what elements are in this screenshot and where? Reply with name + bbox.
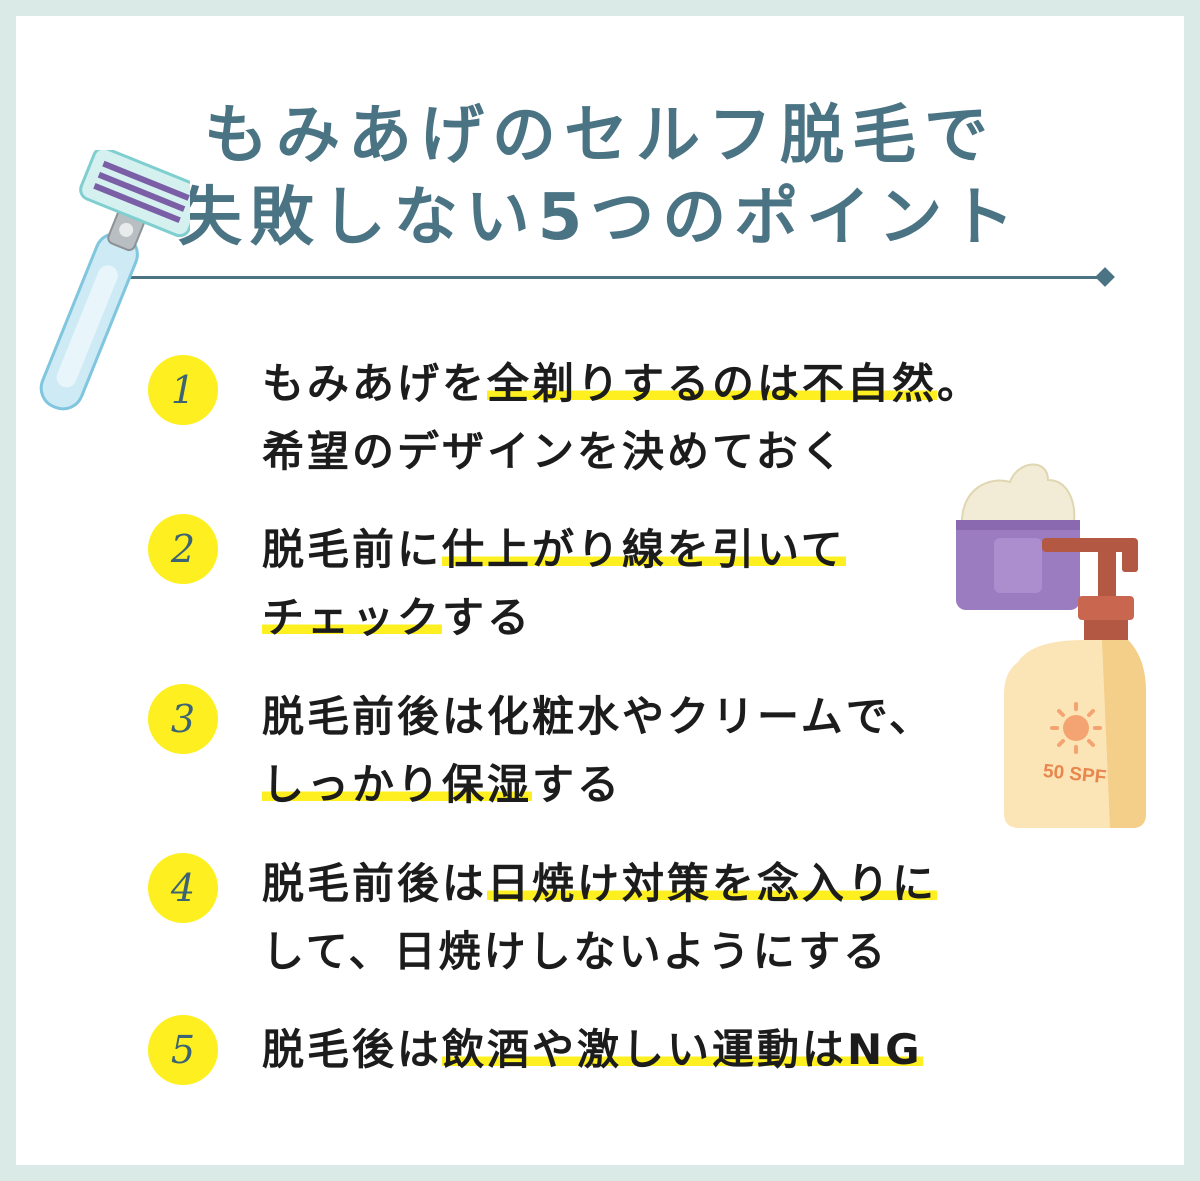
- point-4-number: 4: [148, 853, 218, 923]
- point-4-line-1-pre: 脱毛前後は: [262, 859, 488, 908]
- point-1-text: もみあげを全剃りするのは不自然。 希望のデザインを決めておく: [262, 350, 982, 486]
- point-1-line-1-pre: もみあげを: [262, 359, 488, 408]
- point-5-text: 脱毛後は飲酒や激しい運動はNG: [262, 1016, 923, 1084]
- point-4-line-1: 脱毛前後は日焼け対策を念入りに: [262, 850, 938, 918]
- point-1-number: 1: [148, 355, 218, 425]
- point-5-line-1-pre: 脱毛後は: [262, 1025, 443, 1074]
- point-3-number: 3: [148, 684, 218, 754]
- point-1-line-1-highlight: 全剃りするのは不自然: [487, 359, 938, 408]
- point-4-line-2: して、日焼けしないようにする: [262, 918, 937, 986]
- point-5-line-1: 脱毛後は飲酒や激しい運動はNG: [262, 1016, 923, 1084]
- point-3-line-1: 脱毛前後は化粧水やクリームで、: [262, 683, 934, 751]
- point-2-line-1: 脱毛前に仕上がり線を引いて: [262, 516, 846, 584]
- razor-icon: [39, 150, 190, 411]
- point-3-line-2: しっかり保湿する: [262, 751, 934, 819]
- point-3-text: 脱毛前後は化粧水やクリームで、 しっかり保湿する: [262, 683, 934, 819]
- title-line-2: 失敗しない5つのポイント: [177, 181, 1023, 255]
- point-3-line-2-post: する: [532, 760, 623, 809]
- point-2-text: 脱毛前に仕上がり線を引いて チェックする: [262, 516, 846, 652]
- point-2-number: 2: [148, 514, 218, 584]
- point-2-line-2-post: する: [442, 593, 533, 642]
- point-1-line-2: 希望のデザインを決めておく: [262, 418, 982, 486]
- point-2-line-1-highlight: 仕上がり線を引いて: [442, 525, 846, 574]
- point-4-line-1-highlight: 日焼け対策を念入りに: [487, 859, 938, 908]
- point-1-line-2-pre: 希望のデザインを決めておく: [262, 427, 846, 476]
- point-4-line-2-pre: して、日焼けしないようにする: [262, 927, 889, 976]
- point-2-line-2-highlight: チェック: [262, 593, 443, 642]
- title-line-1: もみあげのセルフ脱毛で: [204, 99, 996, 173]
- sunscreen-bottle-icon: 50 SPF: [1004, 538, 1146, 828]
- point-5-number: 5: [148, 1015, 218, 1085]
- divider: [104, 276, 1107, 279]
- point-2-line-2: チェックする: [262, 584, 846, 652]
- point-1-line-1: もみあげを全剃りするのは不自然。: [262, 350, 982, 418]
- point-4-text: 脱毛前後は日焼け対策を念入りに して、日焼けしないようにする: [262, 850, 938, 986]
- point-2-line-1-pre: 脱毛前に: [262, 525, 443, 574]
- point-1-line-1-post: 。: [937, 359, 983, 408]
- point-5-line-1-highlight: 飲酒や激しい運動はNG: [442, 1025, 923, 1074]
- point-3-line-2-highlight: しっかり保湿: [262, 760, 533, 809]
- point-3-line-1-pre: 脱毛前後は化粧水やクリームで、: [262, 692, 935, 741]
